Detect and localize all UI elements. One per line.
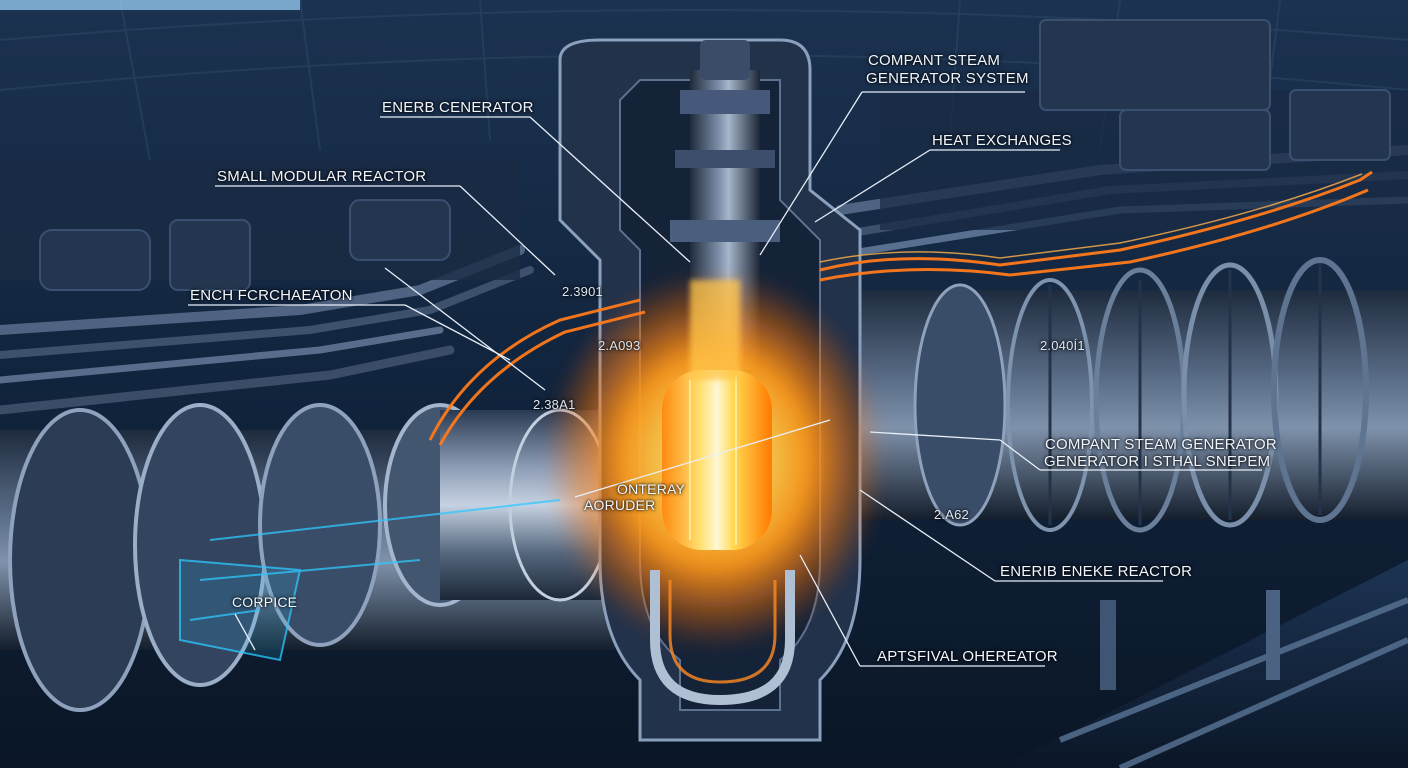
readout-1: 2.3901 <box>562 284 603 299</box>
label-corpice: CORPICE <box>232 594 298 610</box>
label-small-modular-reactor: SMALL MODULAR REACTOR <box>217 168 427 185</box>
readout-5: 2.A62 <box>934 507 969 522</box>
label-onteray-line1: ONTERAY <box>617 481 686 497</box>
label-compact-steam-line2: GENERATOR SYSTEM <box>866 70 1029 87</box>
label-compant-steam-generator-line2: GENERATOR I STHAL SNEPEM <box>1044 453 1271 470</box>
readout-2: 2.A093 <box>598 338 641 353</box>
label-enerb-eneke-reactor: ENERIB ENEKE REACTOR <box>1000 563 1193 580</box>
label-aptsfival-oheneator: APTSFIVAL OHEREATOR <box>877 648 1058 665</box>
readout-4: 2.040Í1 <box>1040 338 1085 353</box>
label-energy-generator: ENERB CENERATOR <box>382 99 534 116</box>
label-onteray-line2: AORUDER <box>584 497 656 513</box>
label-heat-exchanges: HEAT EXCHANGES <box>932 132 1072 149</box>
label-enchr-generator: ENCH FCRCHAEATON <box>190 287 353 304</box>
readout-3: 2.38A1 <box>533 397 576 412</box>
label-compact-steam-line1: COMPANT STEAM <box>868 52 1001 69</box>
label-compant-steam-generator-line1: COMPANT STEAM GENERATOR <box>1045 436 1277 453</box>
